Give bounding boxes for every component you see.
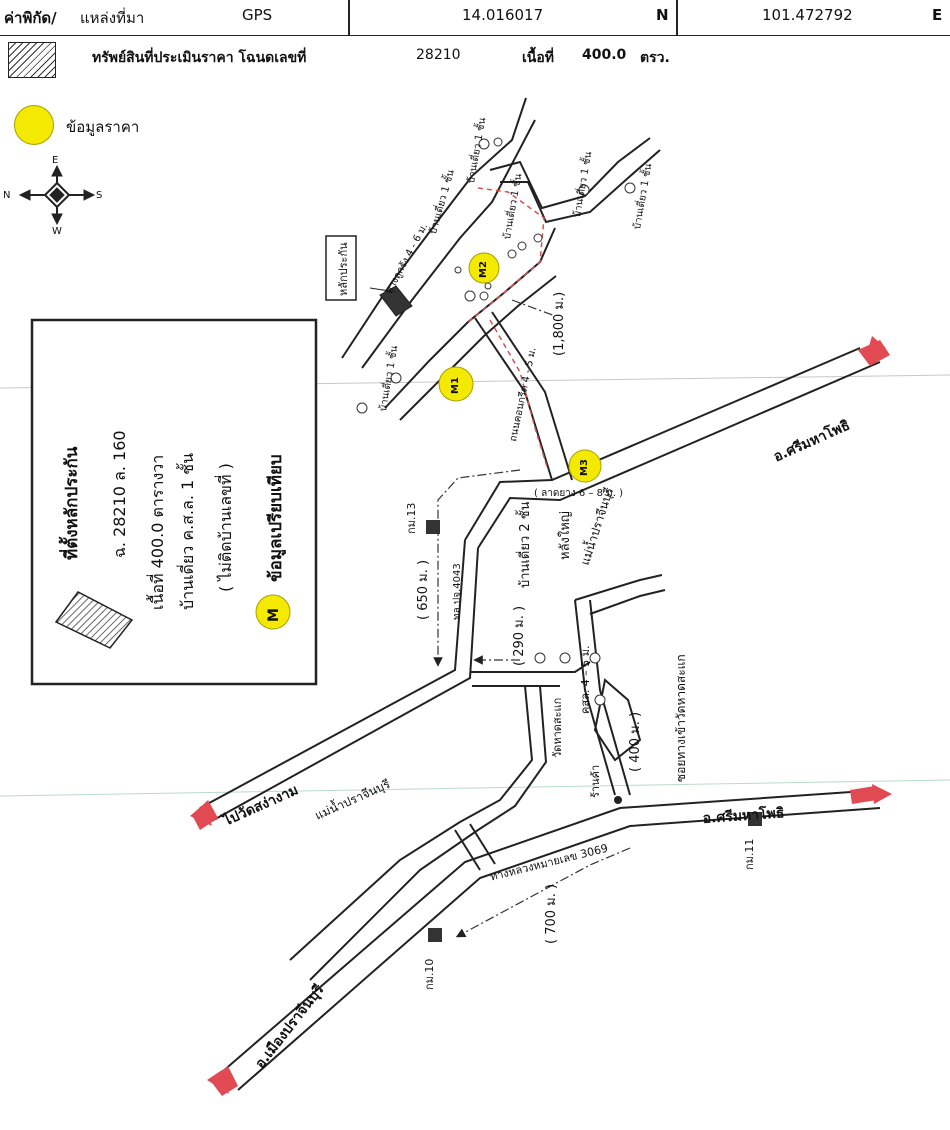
compass-w: W <box>52 226 62 237</box>
direction-arrows <box>190 336 892 1096</box>
label-dist-700: ( 700 ม. ) <box>544 883 559 944</box>
coordinates-label: ค่าพิกัด/ <box>4 9 57 27</box>
info-line-3: เนื้อที่ 400.0 ตารางวา <box>148 454 167 610</box>
area-value: 400.0 <box>582 47 627 63</box>
route-path <box>467 187 549 471</box>
collateral-plot <box>369 285 413 317</box>
label-house2-big: หลังใหญ่ <box>558 511 573 560</box>
marker-m3: M3 <box>579 459 590 476</box>
label-km10: กม.10 <box>423 958 436 990</box>
header-divider <box>676 0 678 36</box>
compass-icon <box>18 164 96 226</box>
hatched-legend-swatch <box>8 42 56 78</box>
info-line-2: ฉ. 28210 ล. 160 <box>110 430 129 558</box>
label-house2: บ้านเดี่ยว 2 ชั้น <box>518 501 533 589</box>
header-divider <box>348 0 350 36</box>
shop-dot <box>614 796 622 804</box>
marker-m1: M1 <box>450 377 461 394</box>
km-post-icons <box>426 520 762 942</box>
latitude-value: 14.016017 <box>462 6 544 24</box>
label-km13: กม.13 <box>405 502 418 534</box>
info-hatch-swatch <box>54 591 134 649</box>
latitude-dir: N <box>656 6 669 24</box>
info-line-1: ที่ตั้งหลักประกัน <box>62 446 82 560</box>
price-markers <box>255 252 602 630</box>
label-concrete-road-2: คสล. 4 – 5 ม. <box>579 645 592 714</box>
marker-m2: M2 <box>478 261 489 278</box>
label-dist-290: ( 290 ม. ) <box>512 605 527 666</box>
price-data-legend-label: ข้อมูลราคา <box>66 118 140 136</box>
source-label: แหล่งที่มา <box>80 9 145 27</box>
road-network <box>341 97 661 481</box>
main-road <box>199 347 881 1091</box>
label-dist-1800: (1,800 ม.) <box>552 291 567 356</box>
price-data-legend-marker <box>14 105 54 145</box>
distance-guides <box>433 299 631 938</box>
longitude-value: 101.472792 <box>762 6 853 24</box>
area-unit: ตรว. <box>640 50 670 66</box>
info-line-6: ข้อมูลเปรียบเทียบ <box>266 454 286 582</box>
label-asphalt: ( ลาดยาง 6 – 8 ม. ) <box>534 488 623 499</box>
header-row: ค่าพิกัด/ แหล่งที่มา GPS 14.016017 N 101… <box>0 0 950 36</box>
scan-line <box>0 779 950 797</box>
house-icons <box>356 137 636 706</box>
info-marker-label: M <box>266 608 282 622</box>
collateral-label-box <box>325 235 357 301</box>
label-dist-400: ( 400 ม. ) <box>628 711 643 772</box>
label-soi-wat: ซอยทางเข้าวัดหาดสะแก <box>674 654 688 782</box>
label-road-4043: ทล.ปจ.4043 <box>452 563 463 620</box>
label-km11: กม.11 <box>743 838 756 870</box>
label-wat: วัดหาดสะแก <box>551 697 564 758</box>
area-label: เนื้อที่ <box>522 50 554 66</box>
label-collateral: หลักประกัน <box>337 242 350 296</box>
property-label: ทรัพย์สินที่ประเมินราคา โฉนดเลขที่ <box>92 50 307 66</box>
deed-number: 28210 <box>416 47 461 63</box>
label-shop: ร้านค้า <box>589 764 602 798</box>
label-dist-650: ( 650 ม. ) <box>416 559 431 620</box>
info-line-4: บ้านเดี่ยว ค.ส.ล. 1 ชั้น <box>178 452 197 610</box>
compass-n: N <box>3 190 11 201</box>
gps-label: GPS <box>242 6 273 24</box>
property-row: ทรัพย์สินที่ประเมินราคา โฉนดเลขที่ 28210… <box>0 36 950 80</box>
compass-e: E <box>52 155 59 166</box>
info-line-5: ( ไม่ติดบ้านเลขที่ ) <box>216 463 235 592</box>
location-map <box>0 97 950 1096</box>
longitude-dir: E <box>932 6 943 24</box>
compass-s: S <box>96 190 103 201</box>
